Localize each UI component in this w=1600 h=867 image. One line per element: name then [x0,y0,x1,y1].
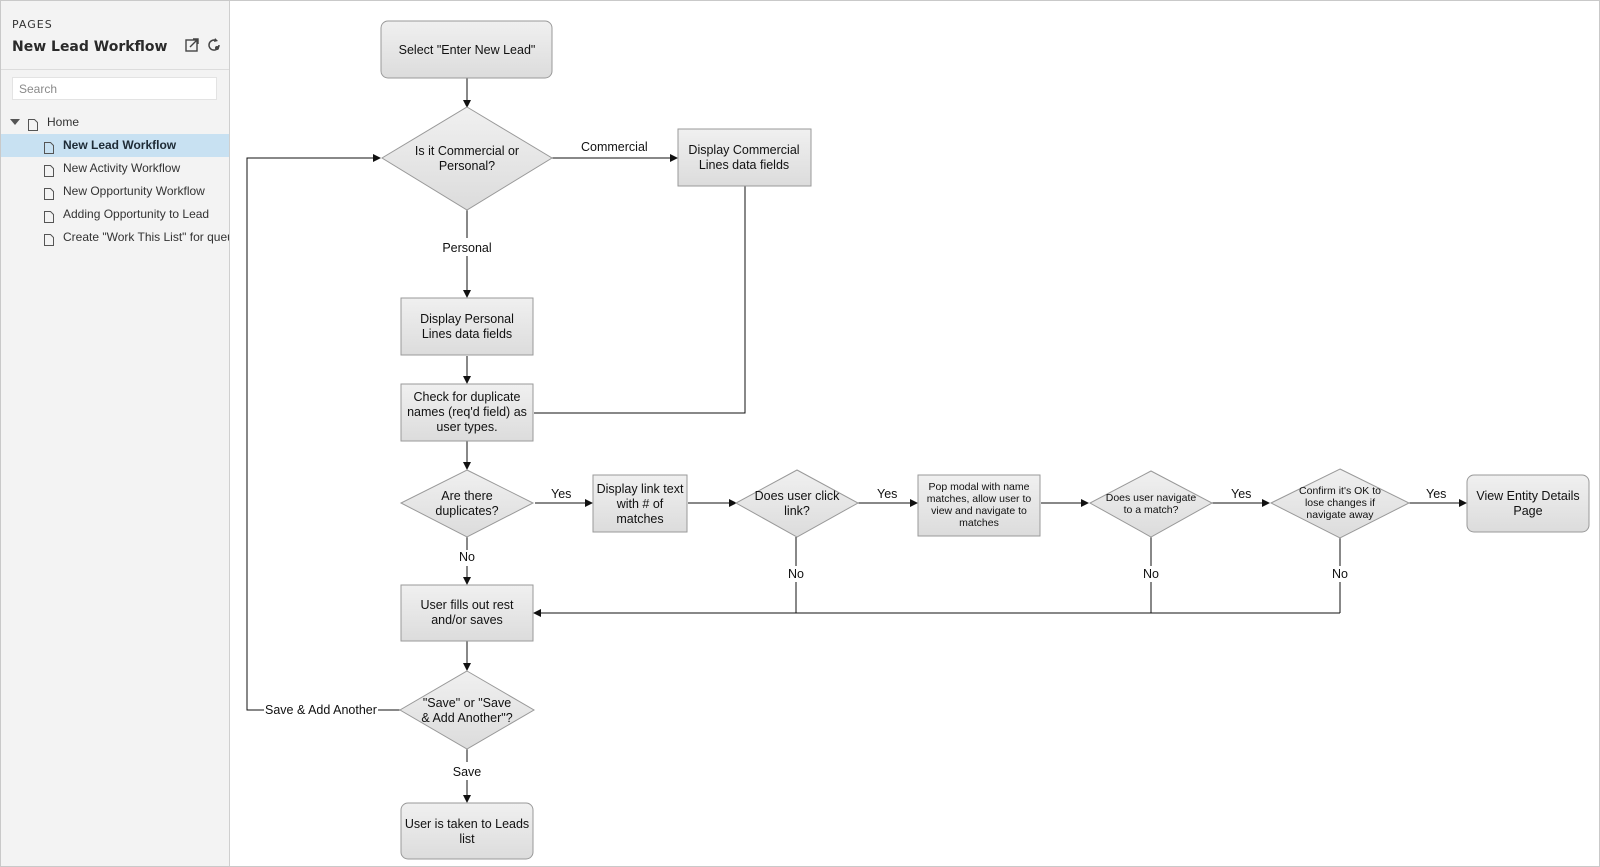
node-user-navigate[interactable]: Does user navigate to a match? [1088,470,1214,538]
tree-item-new-opportunity-workflow[interactable]: New Opportunity Workflow [1,180,229,203]
divider [1,69,229,70]
export-icon[interactable] [184,37,200,53]
label-no-navigate: No [1143,567,1159,581]
page-title: New Lead Workflow [12,39,168,55]
svg-text:names (req'd field) as: names (req'd field) as [407,405,527,419]
svg-text:View Entity Details: View Entity Details [1476,489,1579,503]
refresh-icon[interactable] [206,37,222,53]
pages-heading: PAGES [12,18,53,31]
node-taken-to-leads[interactable]: User is taken to Leads list [400,802,534,860]
edge-commercial-to-check [534,186,746,414]
node-confirm-ok[interactable]: Confirm it's OK to lose changes if navig… [1269,468,1411,539]
tree-item-label: New Lead Workflow [63,138,177,152]
tree-item-label: Adding Opportunity to Lead [63,207,210,221]
node-user-fills[interactable]: User fills out rest and/or saves [400,584,534,642]
svg-text:Page: Page [1513,504,1542,518]
tree-item-label: Create "Work This List" for queue [63,230,230,244]
label-save: Save [453,765,482,779]
svg-text:and/or saves: and/or saves [431,613,503,627]
svg-text:Pop modal with name: Pop modal with name [929,481,1030,493]
svg-text:list: list [459,832,475,846]
label-no-duplicates: No [459,550,475,564]
node-view-entity[interactable]: View Entity Details Page [1466,474,1590,533]
node-commercial-or-personal[interactable]: Is it Commercial or Personal? [381,106,553,211]
label-personal: Personal [442,241,491,255]
node-start[interactable]: Select "Enter New Lead" [380,20,553,79]
search-input[interactable] [12,77,217,100]
tree-item-adding-opportunity-to-lead[interactable]: Adding Opportunity to Lead [1,203,229,226]
label-yes-click: Yes [877,487,897,501]
svg-text:with # of: with # of [616,497,664,511]
node-check-duplicates[interactable]: Check for duplicate names (req'd field) … [400,383,534,442]
svg-text:Lines data fields: Lines data fields [699,158,789,172]
edge-labels: Commercial Personal Yes No Yes No Yes No… [265,140,1446,779]
tree-item-new-activity-workflow[interactable]: New Activity Workflow [1,157,229,180]
svg-text:to a match?: to a match? [1124,504,1179,516]
page-icon [28,116,38,131]
caret-down-icon[interactable] [10,119,20,125]
svg-text:User fills out rest: User fills out rest [420,598,514,612]
node-are-duplicates[interactable]: Are there duplicates? [399,469,535,538]
label-no-click: No [788,567,804,581]
node-display-link[interactable]: Display link text with # of matches [592,474,688,533]
page-tree: Home New Lead Workflow New Activity Work… [1,111,229,249]
svg-text:Confirm it's OK to: Confirm it's OK to [1299,485,1381,497]
tree-item-new-lead-workflow[interactable]: New Lead Workflow [1,134,229,157]
node-pop-modal[interactable]: Pop modal with name matches, allow user … [917,474,1041,537]
svg-text:Does user navigate: Does user navigate [1106,492,1197,504]
svg-text:Select "Enter New Lead": Select "Enter New Lead" [399,43,536,57]
node-user-click[interactable]: Does user click link? [734,469,860,538]
tree-item-label: Home [47,115,80,129]
tree-item-create-work-this-list[interactable]: Create "Work This List" for queue [1,226,229,249]
svg-text:link?: link? [784,504,810,518]
svg-text:Personal?: Personal? [439,159,495,173]
svg-text:lose changes if: lose changes if [1305,497,1375,509]
label-yes-duplicates: Yes [551,487,571,501]
connectors [246,78,1467,803]
svg-text:matches: matches [616,512,663,526]
page-icon [44,139,54,154]
tree-item-home[interactable]: Home [1,111,229,134]
label-save-add-another: Save & Add Another [265,703,377,717]
svg-text:Check for duplicate: Check for duplicate [413,390,520,404]
svg-text:& Add Another"?: & Add Another"? [421,711,512,725]
svg-text:User is taken to Leads: User is taken to Leads [405,817,529,831]
svg-text:Lines data fields: Lines data fields [422,327,512,341]
node-display-personal[interactable]: Display Personal Lines data fields [400,297,534,356]
nodes: Select "Enter New Lead" Is it Commercial… [380,20,1590,860]
svg-text:matches, allow user to: matches, allow user to [927,493,1032,505]
svg-text:Display link text: Display link text [597,482,684,496]
svg-text:view and navigate to: view and navigate to [931,505,1027,517]
label-yes-navigate: Yes [1231,487,1251,501]
svg-text:Display Personal: Display Personal [420,312,514,326]
page-icon [44,208,54,223]
svg-text:Are there: Are there [441,489,492,503]
svg-text:"Save" or "Save: "Save" or "Save [423,696,511,710]
svg-text:navigate away: navigate away [1306,509,1374,521]
svg-text:Is it Commercial or: Is it Commercial or [415,144,519,158]
label-yes-confirm: Yes [1426,487,1446,501]
svg-text:matches: matches [959,517,999,529]
edge-save-add-another [246,158,400,711]
page-icon [44,231,54,246]
label-no-confirm: No [1332,567,1348,581]
pages-sidebar: PAGES New Lead Workflow Home New Lead [1,1,230,866]
tree-item-label: New Opportunity Workflow [63,184,205,198]
tree-item-label: New Activity Workflow [63,161,181,175]
node-display-commercial[interactable]: Display Commercial Lines data fields [677,128,812,187]
page-icon [44,162,54,177]
svg-text:user types.: user types. [436,420,497,434]
page-icon [44,185,54,200]
svg-text:Display Commercial: Display Commercial [688,143,799,157]
svg-text:duplicates?: duplicates? [435,504,498,518]
node-save-or-add[interactable]: "Save" or "Save & Add Another"? [399,670,535,750]
label-commercial: Commercial [581,140,648,154]
svg-text:Does user click: Does user click [755,489,840,503]
